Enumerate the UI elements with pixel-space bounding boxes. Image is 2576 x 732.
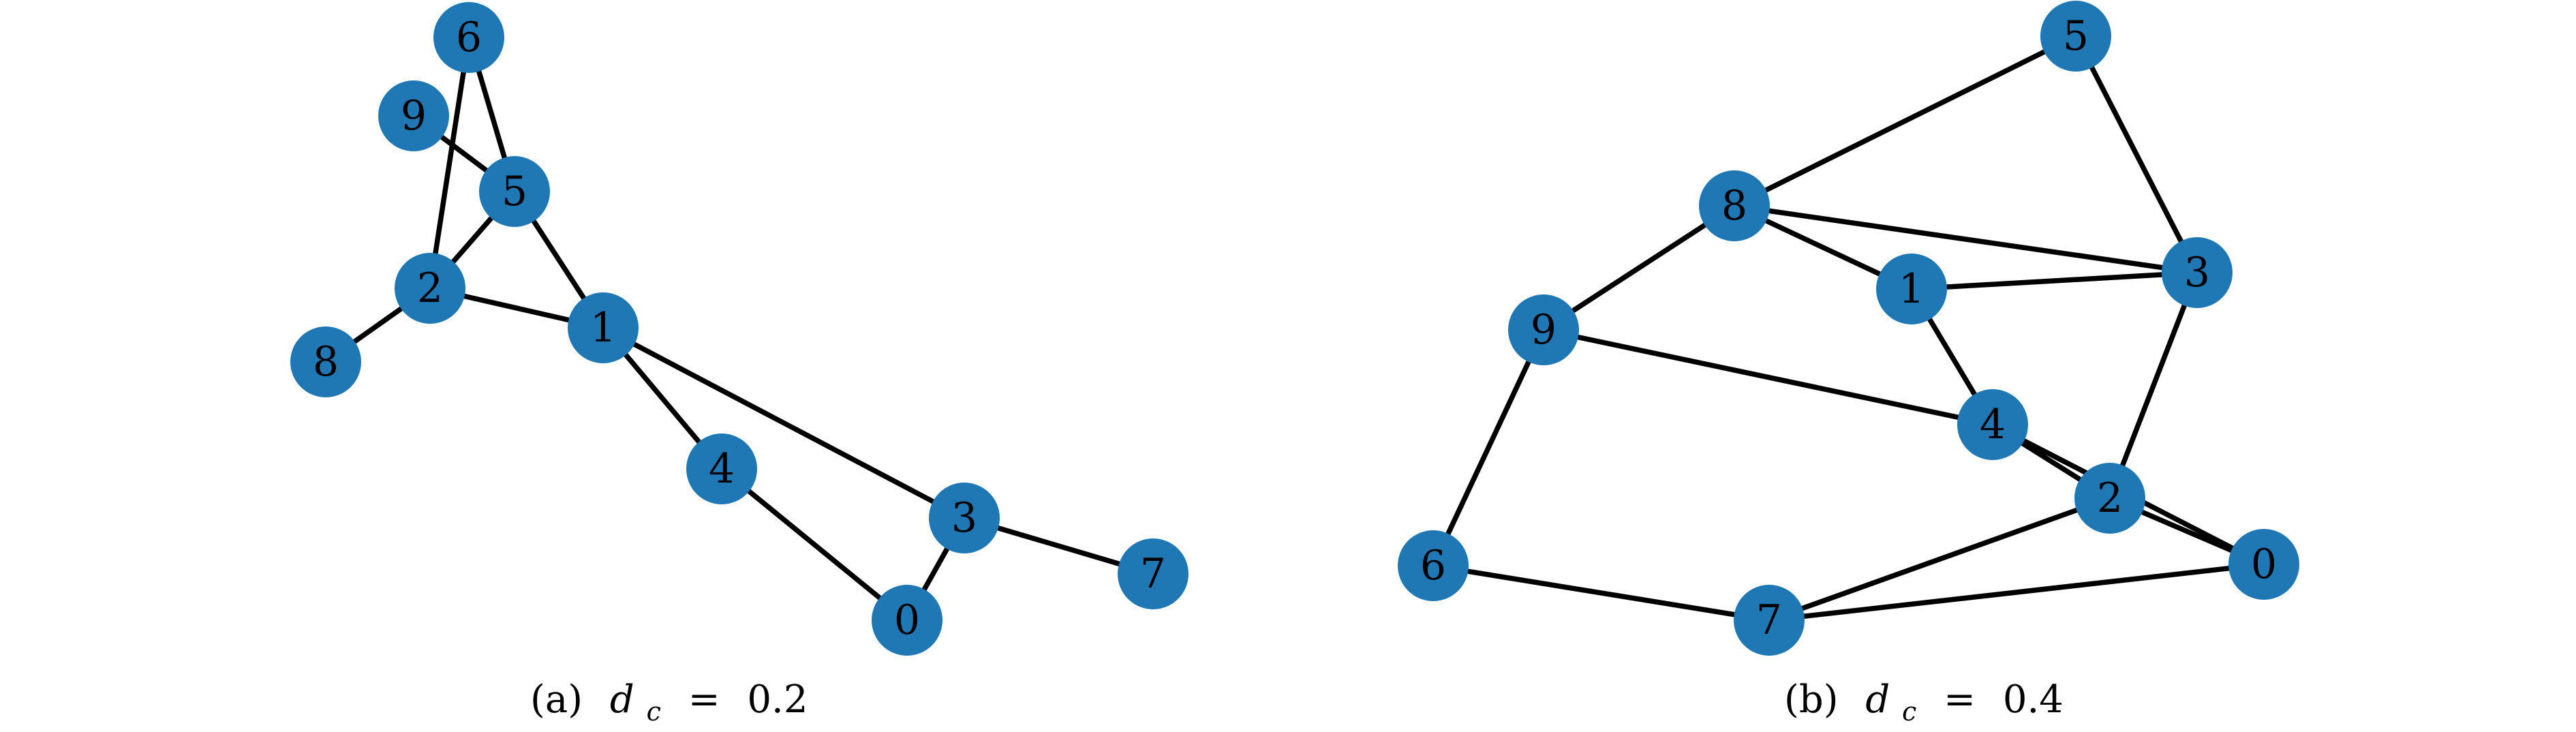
panel-b-caption: (b) d c = 0.4 [1784,677,2064,730]
panel-b-node-circle-9 [1508,294,1579,365]
panel-b-node-label-2: 2 [2097,474,2123,522]
panel-b-node-circle-6 [1398,530,1469,601]
panel-a-node-label-9: 9 [401,92,427,140]
panel-b-node-label-5: 5 [2063,12,2089,60]
panel-b-node-0: 0 [2228,529,2299,600]
panel-b-node-9: 9 [1508,294,1579,365]
panel-a-node-label-7: 7 [1140,550,1166,598]
panel-b-caption-value: 0.4 [2003,677,2064,722]
panel-a-node-8: 8 [290,326,361,397]
panel-a-caption: (a) d c = 0.2 [530,677,808,730]
panel-b-caption-subscript: c [1902,697,1916,727]
panel-b-node-6: 6 [1398,530,1469,601]
panel-a-node-9: 9 [378,80,449,151]
panel-a-node-circle-4 [686,433,757,504]
panel-b-node-label-7: 7 [1756,596,1782,644]
panel-a-node-label-4: 4 [709,445,735,493]
panel-a-node-0: 0 [872,585,942,656]
panel-b-edge-3-2 [2107,270,2200,501]
panel-a-edges [323,35,1156,623]
panel-b-node-label-0: 0 [2251,540,2277,588]
panel-b-node-1: 1 [1876,254,1947,324]
panel-b-node-circle-0 [2228,529,2299,600]
panel-a-node-circle-0 [872,585,942,656]
panel-a-node-circle-7 [1118,538,1189,609]
panel-a-caption-relation: = [688,677,720,722]
panel-b-edge-8-9 [1541,203,1737,333]
panel-b-edge-5-3 [2073,33,2200,275]
panel-b-node-circle-2 [2074,463,2145,534]
panel-b-node-8: 8 [1699,170,1770,241]
panel-a-node-label-5: 5 [502,168,527,215]
panel-a-node-circle-1 [568,292,639,363]
panel-b-node-label-6: 6 [1420,542,1446,590]
panel-b-edge-8-3 [1732,203,2200,275]
panel-b-edge-9-6 [1430,327,1546,568]
panel-a-node-7: 7 [1118,538,1189,609]
panel-b-node-7: 7 [1734,585,1805,656]
panel-a-node-label-0: 0 [894,596,920,644]
panel-a-caption-symbol: d [610,677,634,722]
panel-b-edge-9-4 [1541,327,1995,427]
panel-a-edge-4-0 [719,466,910,623]
panel-b-caption-symbol: d [1865,677,1890,722]
panel-b-edge-6-7 [1430,563,1772,623]
panel-b-graph: 5 8 3 1 9 4 2 0 6 7 (b) d c = 0.4 [1398,1,2299,730]
panel-a-node-circle-6 [433,2,504,73]
panel-a-caption-subscript: c [647,697,661,727]
panel-a-node-circle-2 [395,253,465,324]
panel-b-caption-relation: = [1944,677,1976,722]
panel-a-node-label-2: 2 [417,264,443,312]
panel-a-node-circle-8 [290,326,361,397]
panel-a-node-3: 3 [929,483,1000,553]
panel-b-node-4: 4 [1957,389,2028,460]
panel-b-nodes: 5 8 3 1 9 4 2 0 6 7 [1398,1,2299,656]
panel-b-node-label-3: 3 [2184,249,2210,296]
panel-b-node-circle-1 [1876,254,1947,324]
panel-a-node-4: 4 [686,433,757,504]
panel-a-node-label-6: 6 [456,14,482,61]
panel-a-caption-prefix: (a) [530,677,583,722]
panel-a-edge-6-2 [427,35,472,291]
panel-b-node-3: 3 [2162,237,2233,308]
panel-a-node-label-8: 8 [313,338,339,386]
panel-a-node-circle-3 [929,483,1000,553]
panel-b-node-label-8: 8 [1721,182,1747,230]
panel-b-node-5: 5 [2040,1,2111,72]
panel-b-node-2: 2 [2074,463,2145,534]
panel-b-node-label-9: 9 [1531,306,1557,354]
panel-a-node-5: 5 [479,156,550,227]
panel-b-node-circle-8 [1699,170,1770,241]
panel-a-node-label-3: 3 [951,494,977,542]
panel-a-node-circle-9 [378,80,449,151]
panel-b-node-circle-7 [1734,585,1805,656]
panel-b-edge-2-7 [1766,495,2113,623]
panel-a-node-1: 1 [568,292,639,363]
panel-b-edge-1-3 [1909,270,2200,292]
panel-a-edge-1-3 [600,325,967,521]
panel-b-node-label-4: 4 [1980,401,2006,448]
panel-b-edge-5-8 [1732,33,2079,209]
panel-b-node-circle-3 [2162,237,2233,308]
panel-b-node-label-1: 1 [1899,265,1925,313]
panel-b-node-circle-4 [1957,389,2028,460]
panel-a-node-label-1: 1 [590,304,616,352]
panel-a-node-2: 2 [395,253,465,324]
panel-b-caption-prefix: (b) [1784,677,1839,722]
panel-a-caption-value: 0.2 [747,677,808,722]
panel-a-node-circle-5 [479,156,550,227]
panel-b-node-circle-5 [2040,1,2111,72]
panel-a-node-6: 6 [433,2,504,73]
panel-b-edge-7-0 [1766,562,2267,623]
